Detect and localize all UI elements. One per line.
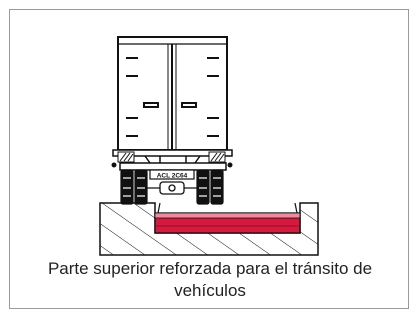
truck-chassis: [112, 149, 233, 171]
rear-wheels-left: [120, 169, 148, 205]
rear-wheels-right: [196, 169, 224, 205]
figure-caption: Parte superior reforzada para el tránsit…: [47, 259, 373, 300]
reinforced-channel-cover: [154, 202, 301, 234]
license-plate-text: ACL 2C64: [157, 173, 188, 180]
door-hinge-marks: [126, 57, 219, 137]
warning-plate-left: [117, 151, 135, 163]
warning-plate-right: [208, 151, 226, 163]
tail-lights: [111, 162, 233, 168]
axle-differential: [147, 181, 197, 195]
door-handle-marks: [143, 102, 197, 108]
license-plate: [149, 169, 195, 180]
truck-cargo-box: [117, 36, 228, 151]
